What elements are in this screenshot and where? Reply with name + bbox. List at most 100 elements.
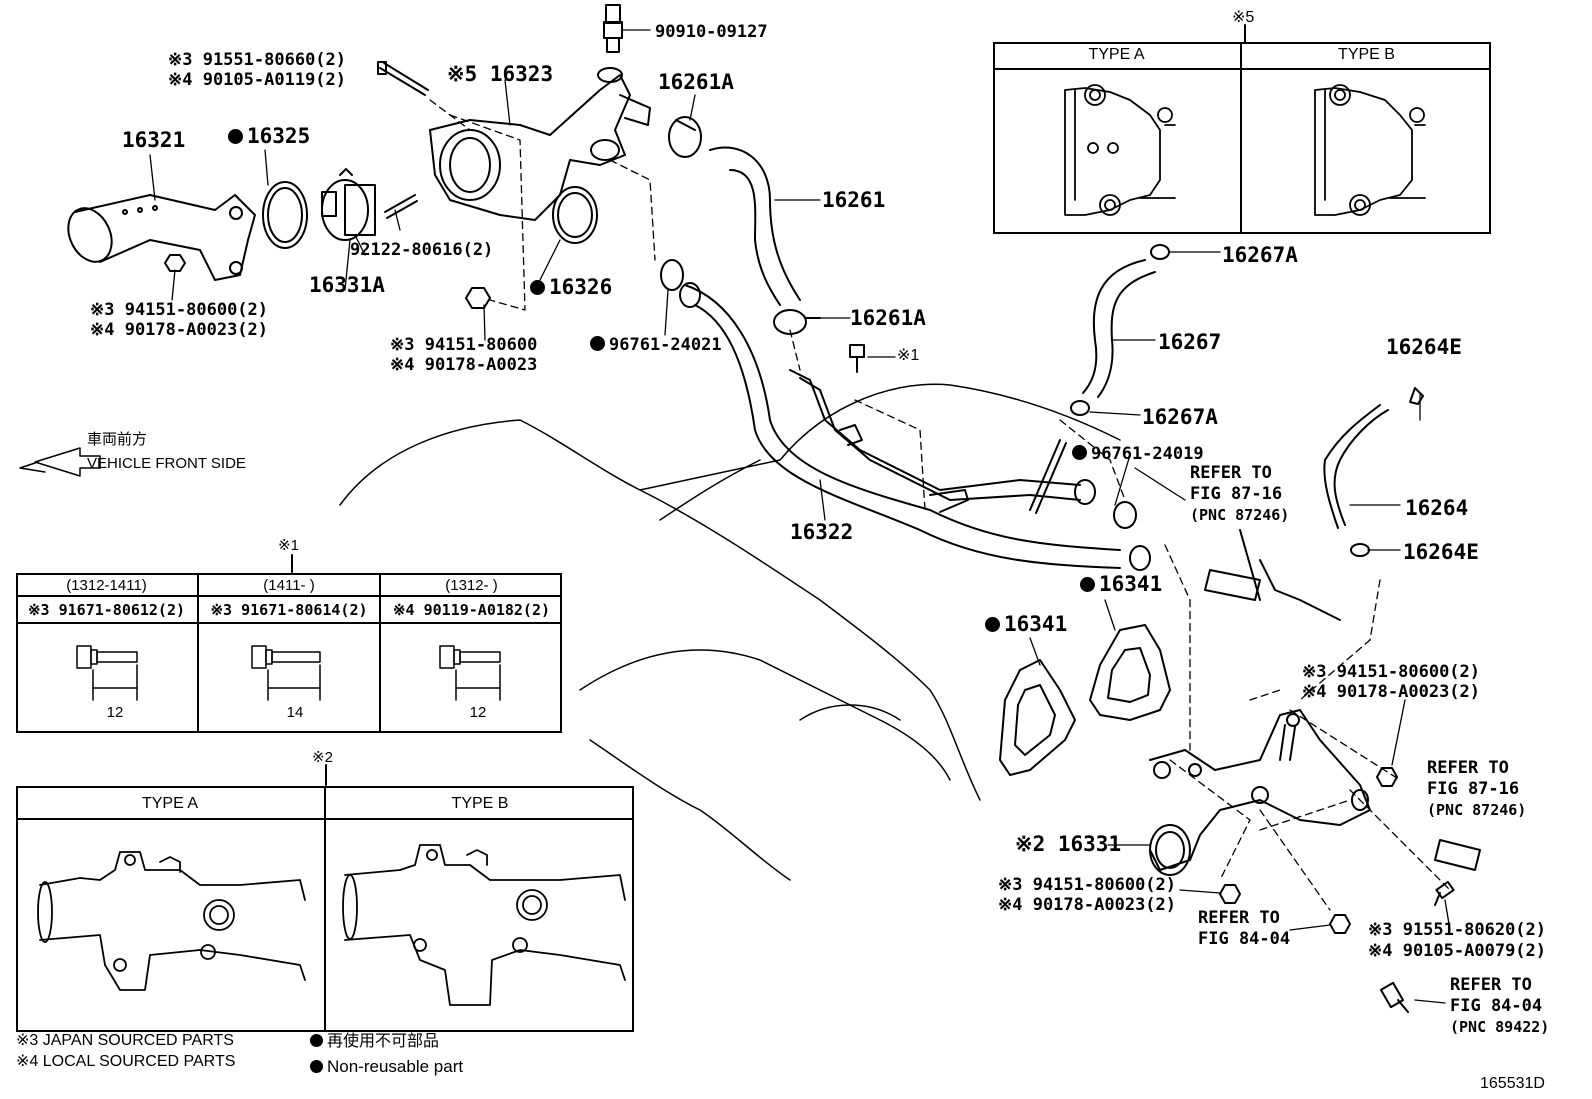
label-91551-80660[interactable]: ※3 91551-80660(2) — [168, 50, 347, 70]
label-16325[interactable]: 16325 — [228, 124, 310, 148]
table1-date-1: (1312-1411) — [66, 577, 147, 594]
nut-94151-d — [1376, 767, 1398, 787]
table1-dim-3: 12 — [469, 704, 487, 721]
label-90105-A0119[interactable]: ※4 90105-A0119(2) — [168, 70, 347, 90]
table1-dim-1: 12 — [106, 704, 124, 721]
gasket-16341-b — [1089, 624, 1171, 721]
non-reusable-dot-icon — [228, 129, 243, 144]
nut-94151-c — [1219, 884, 1241, 904]
pipe-16321 — [67, 194, 256, 281]
housing-16323 — [377, 61, 651, 221]
non-reusable-dot-icon — [1072, 445, 1087, 460]
legend-nonreuse-jp: 再使用不可部品 — [310, 1032, 439, 1052]
table5-type-b-label: TYPE B — [1338, 46, 1395, 63]
pipe-stub-87246-b — [1434, 839, 1481, 871]
table2-divider — [324, 786, 326, 1032]
leader-lines — [149, 29, 1451, 1004]
label-16331[interactable]: ※2 16331 — [1015, 832, 1122, 856]
label-16261A-top[interactable]: 16261A — [658, 70, 734, 94]
label-mark1-bolt: ※1 — [897, 347, 920, 364]
table5-divider — [1240, 42, 1242, 234]
table1-dim-2: 14 — [286, 704, 304, 721]
outlet-16331 — [1149, 709, 1371, 876]
table1-col-div-1 — [197, 573, 199, 733]
label-92122-80616[interactable]: 92122-80616(2) — [350, 240, 494, 260]
non-reusable-dot-icon — [310, 1060, 323, 1073]
table2-mark: ※2 — [312, 749, 333, 766]
table2-type-b-drawing — [342, 844, 626, 1006]
table1-part-3[interactable]: ※4 90119-A0182(2) — [392, 601, 551, 619]
clamp-16261A-top — [668, 116, 702, 158]
nut-94151-b — [465, 287, 491, 309]
label-16322[interactable]: 16322 — [790, 520, 854, 544]
label-90910-09127[interactable]: 90910-09127 — [655, 22, 768, 42]
table1-row2 — [16, 597, 562, 624]
label-16326[interactable]: 16326 — [530, 275, 612, 299]
bolt-91551-b — [1434, 880, 1455, 906]
label-90178-A0023-a[interactable]: ※4 90178-A0023(2) — [90, 320, 269, 340]
table1-bolts — [76, 645, 501, 701]
non-reusable-dot-icon — [985, 617, 1000, 632]
table1-frame — [16, 573, 562, 733]
label-16267A-mid[interactable]: 16267A — [1142, 405, 1218, 429]
label-16261A-mid[interactable]: 16261A — [850, 306, 926, 330]
table1-row1 — [16, 573, 562, 597]
non-reusable-dot-icon — [590, 336, 605, 351]
table5-header-rule — [993, 42, 1491, 70]
label-94151-80600-d[interactable]: ※3 94151-80600(2) — [1302, 662, 1481, 682]
label-16264E-top[interactable]: 16264E — [1386, 335, 1462, 359]
label-16264E-bot[interactable]: 16264E — [1403, 540, 1479, 564]
label-16267A-top[interactable]: 16267A — [1222, 243, 1298, 267]
legend-nonreuse-en: Non-reusable part — [310, 1057, 463, 1077]
label-90178-A0023-d[interactable]: ※4 90178-A0023(2) — [1302, 682, 1481, 702]
label-96761-24019[interactable]: 96761-24019 — [1072, 444, 1204, 464]
label-90178-A0023-b[interactable]: ※4 90178-A0023 — [390, 355, 538, 375]
gasket-16326 — [552, 186, 598, 244]
label-16331A[interactable]: 16331A — [309, 273, 385, 297]
label-90105-A0079[interactable]: ※4 90105-A0079(2) — [1368, 941, 1547, 961]
stud-92122 — [384, 194, 418, 219]
table5-frame — [993, 42, 1491, 234]
hose-16267 — [1070, 244, 1170, 416]
hose-16264 — [1323, 387, 1424, 557]
table1-part-1[interactable]: ※3 91671-80612(2) — [27, 601, 186, 619]
gasket-16341-a — [999, 659, 1076, 776]
table1-part-2[interactable]: ※3 91671-80614(2) — [210, 601, 368, 619]
label-16261[interactable]: 16261 — [822, 188, 886, 212]
o-ring-96761-a — [660, 259, 684, 291]
table5-type-b-drawing — [1314, 84, 1426, 216]
label-90178-A0023-c[interactable]: ※4 90178-A0023(2) — [998, 895, 1177, 915]
table2-type-a-label: TYPE A — [141, 795, 199, 812]
non-reusable-dot-icon — [1080, 577, 1095, 592]
label-16323[interactable]: ※5 16323 — [447, 62, 554, 86]
table5-mark: ※5 — [1232, 9, 1255, 26]
diagram-id: 165531D — [1480, 1075, 1545, 1092]
legend-local-sourced: ※4 LOCAL SOURCED PARTS — [16, 1053, 236, 1070]
label-16267[interactable]: 16267 — [1158, 330, 1222, 354]
bolt-mark1 — [849, 344, 865, 373]
table2-type-a-drawing — [37, 851, 306, 991]
table1-date-3: (1312- ) — [445, 577, 498, 594]
table5-type-a-label: TYPE A — [1088, 46, 1145, 63]
label-16264[interactable]: 16264 — [1405, 496, 1469, 520]
label-96761-24021[interactable]: 96761-24021 — [590, 335, 722, 355]
table1-mark: ※1 — [278, 537, 299, 554]
label-94151-80600-c[interactable]: ※3 94151-80600(2) — [998, 875, 1177, 895]
table1-col-div-2 — [379, 573, 381, 733]
engine-outline — [339, 383, 1121, 881]
label-16321[interactable]: 16321 — [122, 128, 186, 152]
label-94151-80600-a[interactable]: ※3 94151-80600(2) — [90, 300, 269, 320]
label-94151-80600-b[interactable]: ※3 94151-80600 — [390, 335, 538, 355]
direction-label-en: VEHICLE FRONT SIDE — [87, 455, 246, 472]
table1-date-2: (1411- ) — [263, 577, 315, 594]
gasket-16325 — [262, 181, 308, 249]
label-91551-80620[interactable]: ※3 91551-80620(2) — [1368, 920, 1547, 940]
label-16341-a[interactable]: 16341 — [985, 612, 1067, 636]
o-ring-96761-b — [1113, 501, 1137, 529]
label-16341-b[interactable]: 16341 — [1080, 572, 1162, 596]
table5-type-a-drawing — [1064, 84, 1176, 216]
